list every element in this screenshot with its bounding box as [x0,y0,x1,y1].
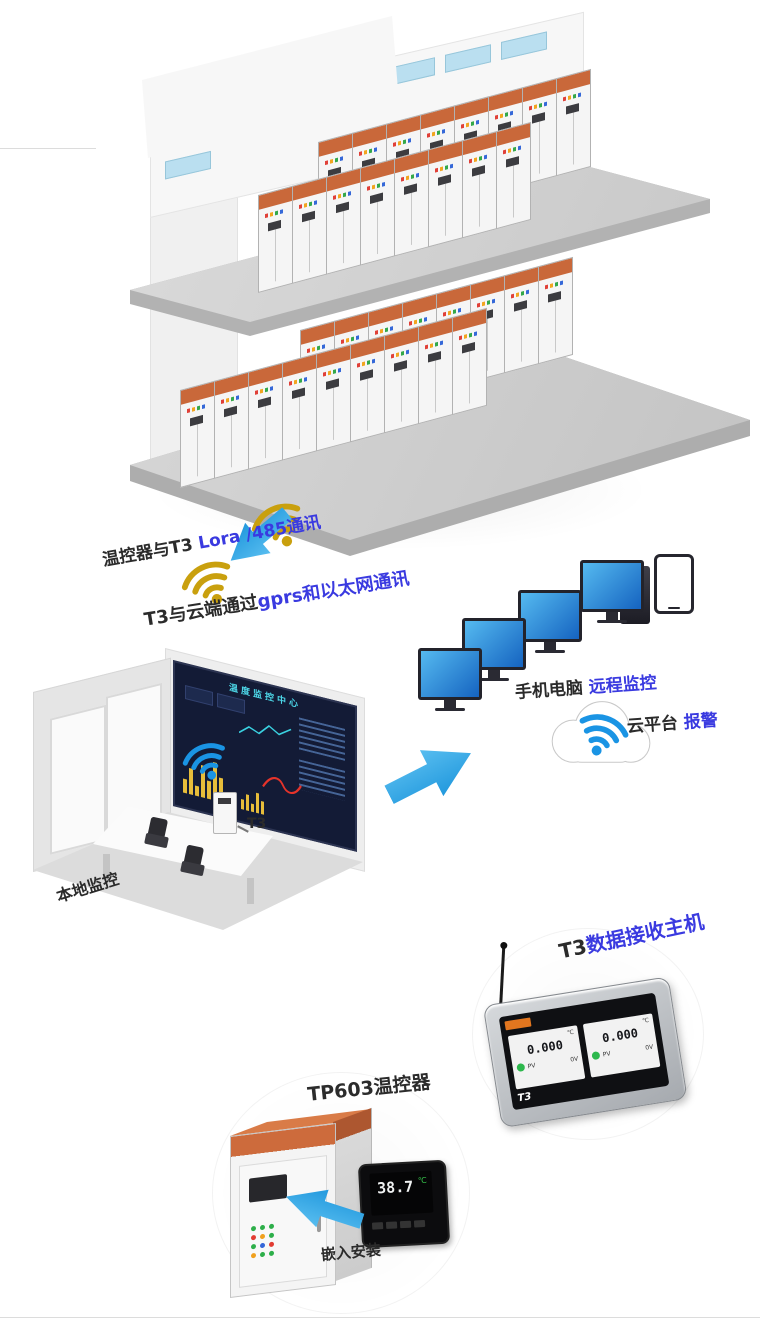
uplink-arrow [375,726,484,821]
monitor [418,648,482,700]
controller-button [413,1219,426,1228]
output-tag: 0V [644,1043,654,1052]
monitoring-screen: 温度监控中心 [173,660,357,852]
cabinet [180,380,215,488]
cabinet [360,158,395,266]
monitor [518,590,582,642]
temperature-controller: 38.7 ℃ [357,1159,451,1249]
cabinet [326,167,361,275]
cabinet [258,185,293,293]
desk-leg [103,854,110,880]
cabinet [384,325,419,434]
pv-tag: PV [602,1049,611,1058]
chart-bar [183,778,187,794]
window [501,31,547,60]
cabinet [504,265,539,374]
screen-line-chart [239,724,292,736]
cabinet [282,353,317,461]
cabinet [248,362,283,470]
cabinet [350,335,385,443]
chart-bar [256,792,259,814]
chair [147,818,171,854]
monitor-screen [521,593,579,639]
controller-screen: 38.7 ℃ [369,1170,434,1216]
cabinet [556,68,591,177]
laser-pointer-mark [262,777,302,795]
temperature-value: 38.7 [376,1177,414,1198]
cabinet [538,256,573,365]
screen-bar-chart [241,789,264,815]
unit-label: ℃ [641,1016,650,1025]
monitor-screen [583,563,641,609]
controller-button [385,1221,398,1229]
chair [183,846,207,882]
cabinet [452,307,487,416]
remote-blue-text: 远程监控 [588,673,658,698]
comm2-dark-text: T3与云端通过 [142,591,260,631]
comm1-dark-text: 温控器与T3 [100,534,201,571]
monitor [580,560,644,612]
cabinet [418,316,453,425]
tp603-cabinet [218,1092,458,1304]
screen-data-table [299,759,345,801]
chart-bar [241,798,244,810]
monitor-screen [421,651,479,697]
cabinet [428,140,463,248]
temperature-unit: ℃ [417,1175,428,1186]
cabinet [292,176,327,284]
cabinet [394,149,429,257]
cloud-blue-text: 报警 [683,710,719,733]
window [165,150,211,180]
phone [654,554,694,614]
status-dot [516,1062,526,1073]
cabinet [316,344,351,452]
control-room: 温度监控中心 T3 本地监控 [25,640,380,935]
t3-logo: T3 [516,1091,533,1105]
cabinet-display [249,1174,287,1203]
cloud-platform-label: 云平台 报警 [626,706,718,737]
t3-gateway-device [213,792,237,834]
cabinet [496,121,531,230]
cloud-dark-text: 云平台 [626,713,685,737]
controller-button [371,1222,384,1230]
controller-button [399,1220,412,1229]
output-tag: 0V [569,1054,579,1064]
page-edge-line-top [0,148,96,149]
t3-device-label: T3 [247,816,267,832]
chart-bar [207,780,211,800]
window [445,44,491,73]
brand-chip [504,1017,532,1031]
desk-leg [247,878,254,904]
cabinet [214,371,249,479]
chart-bar [261,800,264,815]
unit-label: ℃ [566,1028,575,1037]
door [50,704,106,855]
cabinet [462,130,497,239]
chart-bar [246,794,249,811]
status-dot [591,1051,601,1061]
pv-tag: PV [527,1061,536,1070]
page-edge-line-bottom [0,1317,760,1318]
comm2-blue-text: gprs和以太网通讯 [256,567,411,613]
controller-buttons [371,1219,426,1230]
screen-data-table [299,717,345,761]
chart-bar [251,803,254,813]
